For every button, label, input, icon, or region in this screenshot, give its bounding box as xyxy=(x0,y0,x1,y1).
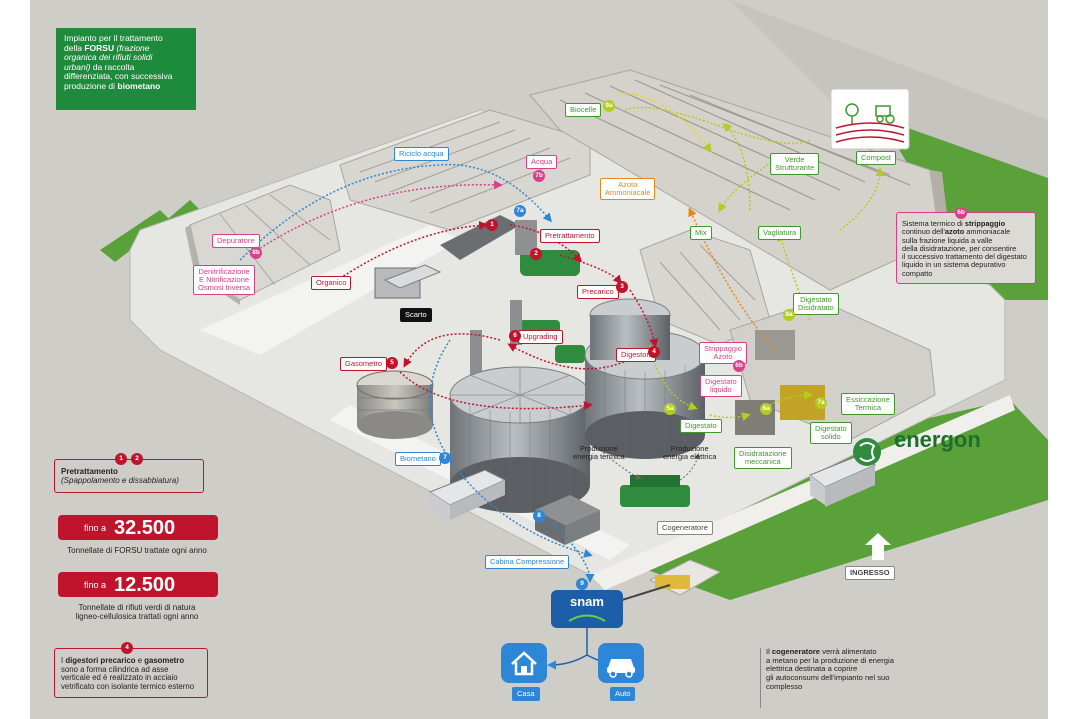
snam-arc-icon xyxy=(568,614,606,622)
casa-icon xyxy=(501,643,547,683)
label-upgrading: Upgrading xyxy=(518,330,563,344)
digestori-note: 4 I digestori precarico e gasometro sono… xyxy=(54,642,208,698)
compost-field-icon xyxy=(830,88,910,150)
label-precarico: Precarico xyxy=(577,285,619,299)
label-cabina-compressione: Cabina Compressione xyxy=(485,555,570,569)
label-scarto: Scarto xyxy=(400,308,432,322)
badge-2: 2 xyxy=(530,248,542,260)
intro-line-1: Impianto per il trattamento xyxy=(64,33,163,43)
badge-6b-plant: 6b xyxy=(733,360,745,372)
stat-forsu: fino a 32.500 xyxy=(58,515,218,540)
intro-box: Impianto per il trattamento della FORSU … xyxy=(56,28,196,110)
stat-verdi: fino a 12.500 xyxy=(58,572,218,597)
label-vagliatura: Vagliatura xyxy=(758,226,802,240)
label-organico: Organico xyxy=(311,276,352,290)
label-biometano: Biometano xyxy=(395,452,441,466)
badge-7: 7 xyxy=(439,452,451,464)
label-acqua: Acqua xyxy=(526,155,558,169)
stat-forsu-caption: Tonnellate di FORSU trattate ogni anno xyxy=(67,546,207,555)
badge-7a: 7a xyxy=(514,205,526,217)
pretrattamento-note-title: Pretrattamento xyxy=(61,467,118,476)
badge-4: 4 xyxy=(648,346,660,358)
label-mix: Mix xyxy=(690,226,712,240)
label-depuratore: Depuratore xyxy=(212,234,260,248)
label-auto: Auto xyxy=(610,687,636,701)
label-casa: Casa xyxy=(512,687,540,701)
cogeneratore-note: Il cogeneratore verrà alimentato a metan… xyxy=(760,647,910,708)
pretrattamento-note: 1 2 Pretrattamento (Spappolamento e diss… xyxy=(54,453,204,493)
strippaggio-note: 6b Sistema termico di strippaggio contin… xyxy=(896,207,1036,284)
auto-icon xyxy=(598,643,644,683)
label-pretrattamento: Pretrattamento xyxy=(540,229,600,243)
strippaggio-note-badge: 6b xyxy=(955,207,967,219)
badge-7b: 7b xyxy=(533,170,545,182)
badge-5a: 5a xyxy=(664,403,676,415)
badge-8b: 8b xyxy=(250,247,262,259)
label-ingresso: INGRESSO xyxy=(845,566,895,580)
label-gasometro: Gasometro xyxy=(340,357,388,371)
intro-line-5: differenziata, con successiva xyxy=(64,71,173,82)
pretrattamento-badge-1: 1 xyxy=(115,453,127,465)
badge-3: 3 xyxy=(616,281,628,293)
badge-6: 6 xyxy=(509,330,521,342)
label-cogeneratore: Cogeneratore xyxy=(657,521,713,535)
label-digestato: Digestato xyxy=(680,419,722,433)
pretrattamento-badge-2: 2 xyxy=(131,453,143,465)
badge-1: 1 xyxy=(486,219,498,231)
snam-logo: snam xyxy=(551,590,623,628)
badge-7a-dryer: 7a xyxy=(815,397,827,409)
label-riciclo-acqua: Riciclo acqua xyxy=(394,147,449,161)
intro-line-6: produzione di biometano xyxy=(64,80,161,91)
intro-line-4: urbani) da raccolta xyxy=(64,61,135,72)
badge-5: 5 xyxy=(386,357,398,369)
intro-line-3: organica dei rifiuti solidi xyxy=(64,52,153,63)
badge-8: 8 xyxy=(533,510,545,522)
energon-logo: energon xyxy=(894,427,981,452)
digestori-note-badge: 4 xyxy=(121,642,133,654)
label-biocelle: Biocelle xyxy=(565,103,602,117)
badge-6a: 6a xyxy=(760,403,772,415)
badge-9: 9 xyxy=(576,578,588,590)
badge-8a: 8a xyxy=(783,309,795,321)
badge-9a: 9a xyxy=(603,100,615,112)
intro-line-2: della FORSU (frazione xyxy=(64,42,150,53)
infographic-canvas: Impianto per il trattamento della FORSU … xyxy=(30,0,1048,719)
pretrattamento-note-sub: (Spappolamento e dissabbiatura) xyxy=(61,476,179,486)
label-compost: Compost xyxy=(856,151,897,165)
